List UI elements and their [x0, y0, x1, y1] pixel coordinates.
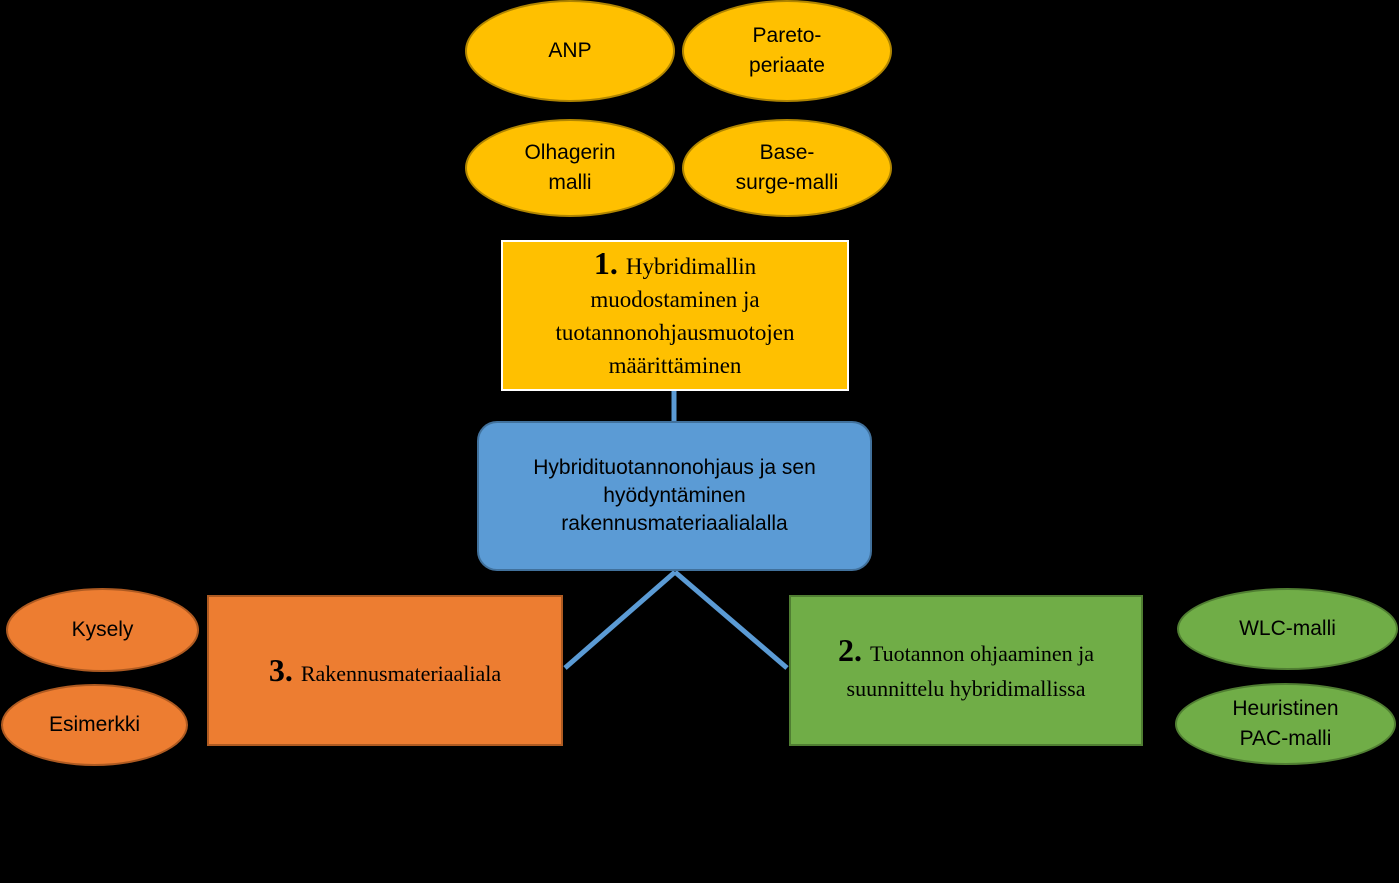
- method-anp: ANP: [465, 0, 675, 102]
- phase-1-text: Hybridimallin muodostaminen ja tuotannon…: [555, 253, 795, 378]
- phase-2-text: Tuotannon ohjaaminen ja suunnittelu hybr…: [846, 640, 1095, 701]
- method-wlc: WLC-malli: [1177, 588, 1398, 670]
- method-pareto: Pareto- periaate: [682, 0, 892, 102]
- method-pac: Heuristinen PAC-malli: [1175, 683, 1396, 765]
- phase-2-box: 2. Tuotannon ohjaaminen ja suunnittelu h…: [789, 595, 1143, 746]
- method-esimerkki: Esimerkki: [1, 684, 188, 766]
- phase-3-number: 3.: [268, 652, 301, 688]
- phase-2-number: 2.: [837, 631, 870, 668]
- phase-3-text: Rakennusmateriaaliala: [300, 661, 502, 686]
- central-topic-box: Hybridituotannonohjaus ja sen hyödyntämi…: [477, 421, 872, 571]
- method-base-surge: Base- surge-malli: [682, 119, 892, 217]
- method-olhager: Olhagerin malli: [465, 119, 675, 217]
- central-topic-text: Hybridituotannonohjaus ja sen hyödyntämi…: [533, 456, 816, 535]
- phase-1-box: 1. Hybridimallin muodostaminen ja tuotan…: [501, 240, 849, 391]
- phase-3-box: 3. Rakennusmateriaaliala: [207, 595, 563, 746]
- method-kysely: Kysely: [6, 588, 199, 672]
- connector-left: [563, 570, 677, 670]
- connector-right: [673, 570, 789, 670]
- phase-1-number: 1.: [593, 244, 626, 281]
